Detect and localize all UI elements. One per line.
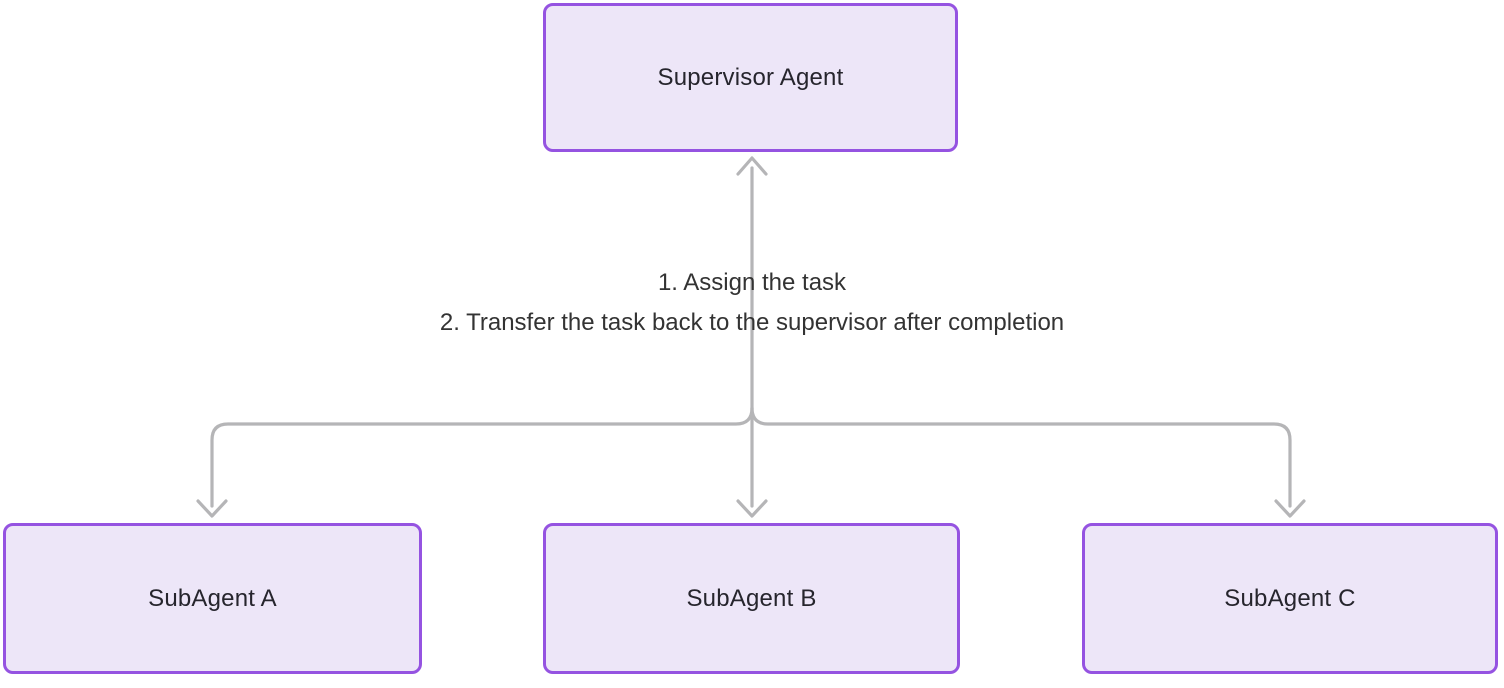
arrowhead-down-subagent-a (196, 499, 228, 518)
edge-label-line1: 1. Assign the task (657, 269, 847, 296)
node-subagent-a-label: SubAgent A (148, 584, 277, 612)
arrowhead-up-supervisor (736, 156, 768, 176)
edge-label-line2: 2. Transfer the task back to the supervi… (439, 309, 1065, 336)
edge-supervisor-subagent-a (210, 406, 754, 508)
node-subagent-a: SubAgent A (3, 523, 422, 674)
edge-supervisor-subagent-c (750, 406, 1292, 508)
edge-label: 1. Assign the task 2. Transfer the task … (440, 263, 1064, 343)
node-subagent-c: SubAgent C (1082, 523, 1498, 674)
node-supervisor-agent-label: Supervisor Agent (657, 63, 844, 91)
node-subagent-b: SubAgent B (543, 523, 960, 674)
node-supervisor-agent: Supervisor Agent (543, 3, 958, 152)
node-subagent-b-label: SubAgent B (686, 584, 817, 612)
arrowhead-down-subagent-b (736, 499, 768, 518)
node-subagent-c-label: SubAgent C (1224, 584, 1356, 612)
arrowhead-down-subagent-c (1274, 499, 1306, 518)
